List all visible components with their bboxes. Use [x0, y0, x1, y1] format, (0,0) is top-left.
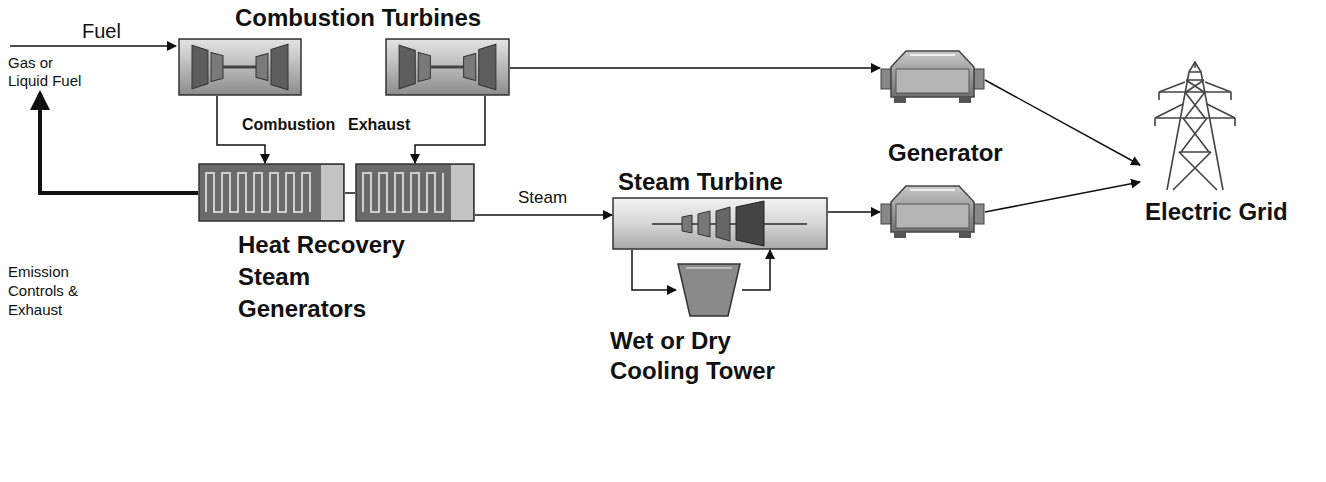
combustion-turbine-icon-part: [271, 44, 288, 90]
generator-icon-part: [896, 69, 969, 93]
transmission-tower-icon-part-part: [1155, 62, 1235, 126]
flow-label: Emission Controls & Exhaust: [8, 262, 93, 319]
steam-turbine-icon: [612, 197, 828, 250]
combustion-turbine-icon-part: [479, 44, 496, 90]
hrsg-icon: [198, 163, 345, 222]
fuel-arrow: [10, 45, 176, 47]
equipment-node: [880, 180, 985, 240]
connector-label: Steam: [516, 188, 569, 208]
generator-icon-part: [881, 204, 891, 224]
generator-icon: [880, 180, 985, 240]
transmission-tower-icon: [1145, 60, 1245, 192]
flow-label: Fuel: [82, 20, 121, 43]
equipment-node: Heat Recovery Steam Generators: [198, 163, 345, 222]
generator-icon-part: [891, 186, 974, 232]
generator-icon-part: [894, 97, 906, 103]
flow-connector: [985, 80, 1140, 165]
cooling-tower-icon: [676, 262, 742, 318]
steam-turbine-icon-part: [716, 207, 730, 241]
cooling-tower-icon-part: [678, 264, 740, 316]
equipment-node: Combustion Turbines: [178, 38, 302, 96]
emission-exhaust-arrow: [40, 98, 198, 193]
connector-label: Exhaust: [346, 116, 412, 134]
combustion-turbine-icon-part: [192, 45, 208, 89]
generator-icon-part: [881, 69, 891, 89]
transmission-tower-icon-part-part: [1186, 80, 1204, 92]
combustion-turbine-icon-part: [386, 39, 509, 95]
transmission-tower-icon-part-part: [1173, 92, 1217, 190]
generator-icon-part: [959, 232, 971, 238]
flow-connector: [345, 192, 355, 194]
equipment-node: Steam Turbine: [612, 197, 828, 250]
generator-icon-part: [974, 69, 984, 89]
generator-icon-part: [974, 204, 984, 224]
hrsg-icon-part: [206, 173, 310, 212]
flow-connector: [475, 214, 612, 216]
hrsg-icon-part: [321, 165, 343, 220]
transmission-tower-icon-part-part: [1155, 82, 1235, 118]
generator-icon-part: [959, 97, 971, 103]
hrsg-icon-part: [356, 164, 474, 221]
generator-icon-part: [910, 189, 955, 191]
flow-connector: [415, 96, 485, 163]
combustion-turbine-icon-part: [211, 53, 223, 82]
combustion-turbine-icon-part: [464, 54, 476, 81]
generator-icon-part: [894, 232, 906, 238]
hrsg-icon-part: [363, 173, 443, 212]
component-heading: Generator: [888, 137, 1003, 169]
combustion-turbine-icon: [178, 38, 302, 96]
combustion-turbine-icon: [385, 38, 510, 96]
steam-turbine-icon-part: [736, 201, 764, 246]
combustion-turbine-icon-part: [399, 45, 415, 89]
transmission-tower-icon-part-part: [1167, 72, 1223, 190]
component-heading: Electric Grid: [1145, 196, 1288, 228]
combustion-turbine-icon-part: [179, 39, 301, 95]
flow-connector: [985, 182, 1140, 212]
flow-connector: [742, 250, 770, 290]
component-heading: Combustion Turbines: [235, 2, 481, 34]
transmission-tower-icon-part: [1155, 62, 1235, 190]
hrsg-icon-part: [199, 164, 344, 221]
steam-turbine-icon-part: [613, 198, 827, 249]
component-heading: Wet or Dry Cooling Tower: [610, 326, 810, 386]
hrsg-icon: [355, 163, 475, 222]
generator-icon-part: [896, 204, 969, 228]
equipment-node: Wet or Dry Cooling Tower: [676, 262, 742, 318]
generator-icon-part: [910, 54, 955, 56]
hrsg-icon-part: [451, 165, 473, 220]
steam-turbine-icon-part: [682, 215, 692, 233]
generator-icon: [880, 45, 985, 105]
combustion-turbine-icon-part: [430, 65, 463, 68]
flow-connector: [828, 211, 880, 213]
combustion-turbine-icon-part: [223, 65, 256, 68]
flow-connector: [510, 67, 880, 69]
combustion-turbine-icon-part: [418, 53, 430, 82]
generator-icon-part: [891, 51, 974, 97]
connector-label: Combustion: [240, 116, 337, 134]
steam-turbine-icon-part: [698, 211, 710, 237]
cooling-tower-icon-part: [686, 267, 732, 269]
combustion-turbine-icon-part: [256, 54, 268, 81]
component-heading: Steam Turbine: [618, 166, 783, 198]
component-heading: Heat Recovery Steam Generators: [238, 229, 413, 325]
flow-label: Gas or Liquid Fuel: [8, 54, 88, 90]
flow-connector: [632, 250, 676, 290]
equipment-node: [355, 163, 475, 222]
equipment-node: Electric Grid: [1140, 60, 1320, 225]
equipment-node: Generator: [880, 45, 985, 105]
equipment-node: [385, 38, 510, 96]
